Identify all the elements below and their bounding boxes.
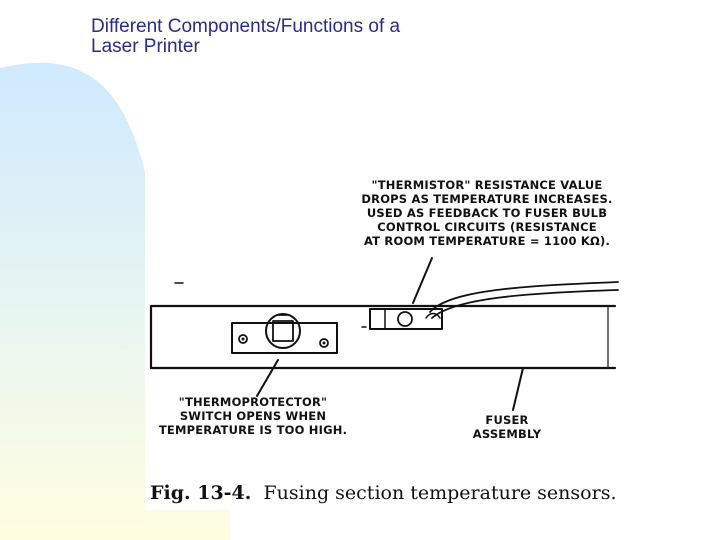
thermistor-callout: "THERMISTOR" RESISTANCE VALUE DROPS AS T… — [361, 178, 613, 248]
figure-background — [145, 170, 630, 510]
fuser-assembly-callout: FUSER ASSEMBLY — [472, 413, 542, 441]
thermoprotector-switch — [231, 313, 338, 354]
thermoprotector-leader-line — [256, 359, 279, 397]
figure-caption: Fig. 13-4. Fusing section temperature se… — [150, 481, 640, 505]
thermistor-sensor — [361, 281, 619, 330]
fuser-leader-line — [512, 367, 524, 411]
figure-caption-text: Fusing section temperature sensors. — [263, 482, 617, 504]
fuser-assembly-housing — [149, 304, 617, 370]
thermistor-leader-line — [412, 257, 433, 304]
figure-caption-label: Fig. 13-4. — [150, 482, 252, 504]
thermoprotector-callout: "THERMOPROTECTOR" SWITCH OPENS WHEN TEMP… — [158, 395, 348, 437]
slide-title: Different Components/Functions of a Lase… — [91, 16, 401, 57]
